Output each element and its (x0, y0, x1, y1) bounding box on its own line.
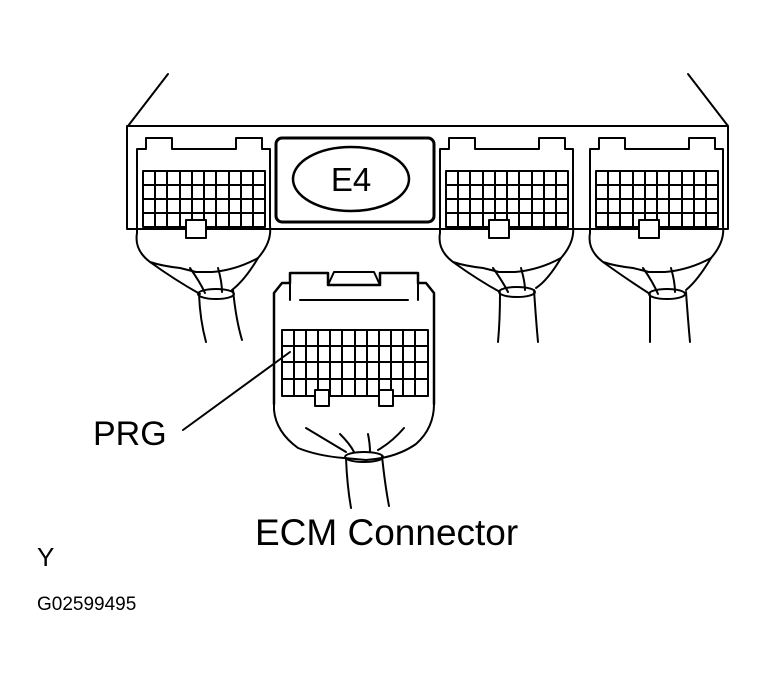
view-mark: Y (37, 542, 55, 572)
ecm-housing (126, 73, 729, 230)
prg-leader-line (182, 351, 291, 431)
harness-left (149, 257, 259, 343)
terminal-label-prg: PRG (93, 415, 167, 453)
ecm-connector-plug (272, 271, 436, 509)
ecm-header-middle (438, 137, 575, 273)
figure-id: G02599495 (37, 594, 137, 615)
harness-right (602, 257, 712, 343)
harness-middle (452, 257, 562, 343)
ecm-header-left (135, 137, 272, 273)
ecm-header-right (588, 137, 725, 273)
e4-recess: E4 (274, 136, 436, 224)
component-label: ECM Connector (255, 512, 519, 553)
connector-code-label: E4 (331, 161, 371, 198)
